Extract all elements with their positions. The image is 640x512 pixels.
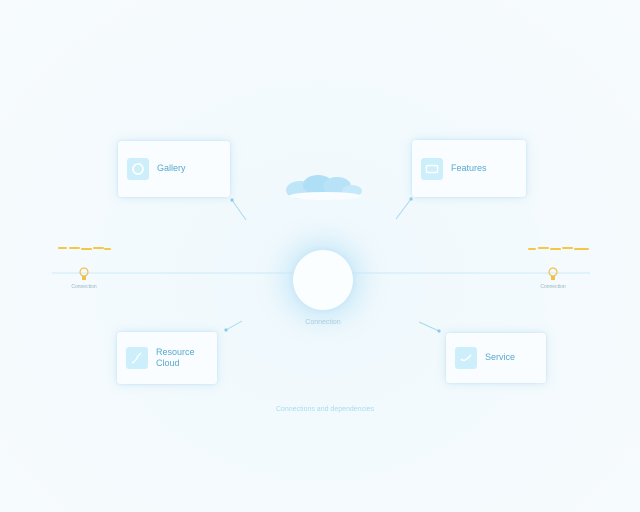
connector-service-dot <box>437 329 441 333</box>
left-lightbulb-icon <box>79 267 89 280</box>
circle-arrow-icon <box>127 158 149 180</box>
node-service-label: Service <box>485 352 516 363</box>
right-lightbulb-icon <box>548 267 558 280</box>
right-highlight-dashes <box>528 247 589 250</box>
connector-resource <box>225 320 243 331</box>
check-swoosh-icon <box>455 347 477 369</box>
footer-caption: Connections and dependencies <box>275 406 375 413</box>
left-indicator-label: Connection <box>71 284 97 290</box>
hub-node[interactable] <box>293 250 353 310</box>
node-features-label: Features <box>451 162 487 173</box>
connector-gallery <box>231 199 247 221</box>
connector-resource-dot <box>224 328 228 332</box>
node-features[interactable]: Features <box>412 140 526 197</box>
node-service[interactable]: Service <box>446 333 546 383</box>
node-gallery[interactable]: Gallery <box>118 141 230 197</box>
connector-gallery-dot <box>230 198 234 202</box>
connector-features <box>395 198 412 220</box>
connector-service <box>418 321 440 332</box>
left-highlight-dashes <box>58 247 111 250</box>
window-icon <box>421 157 443 180</box>
connector-features-dot <box>409 197 413 201</box>
curve-arrow-icon <box>126 347 148 369</box>
right-indicator-label: Connection <box>540 284 566 290</box>
node-gallery-label: Gallery <box>157 163 186 174</box>
cloud-icon <box>286 175 362 200</box>
node-resource-cloud[interactable]: Resource Cloud <box>117 332 217 384</box>
node-resource-cloud-label: Resource Cloud <box>156 346 195 368</box>
hub-label: Connection <box>305 319 341 326</box>
